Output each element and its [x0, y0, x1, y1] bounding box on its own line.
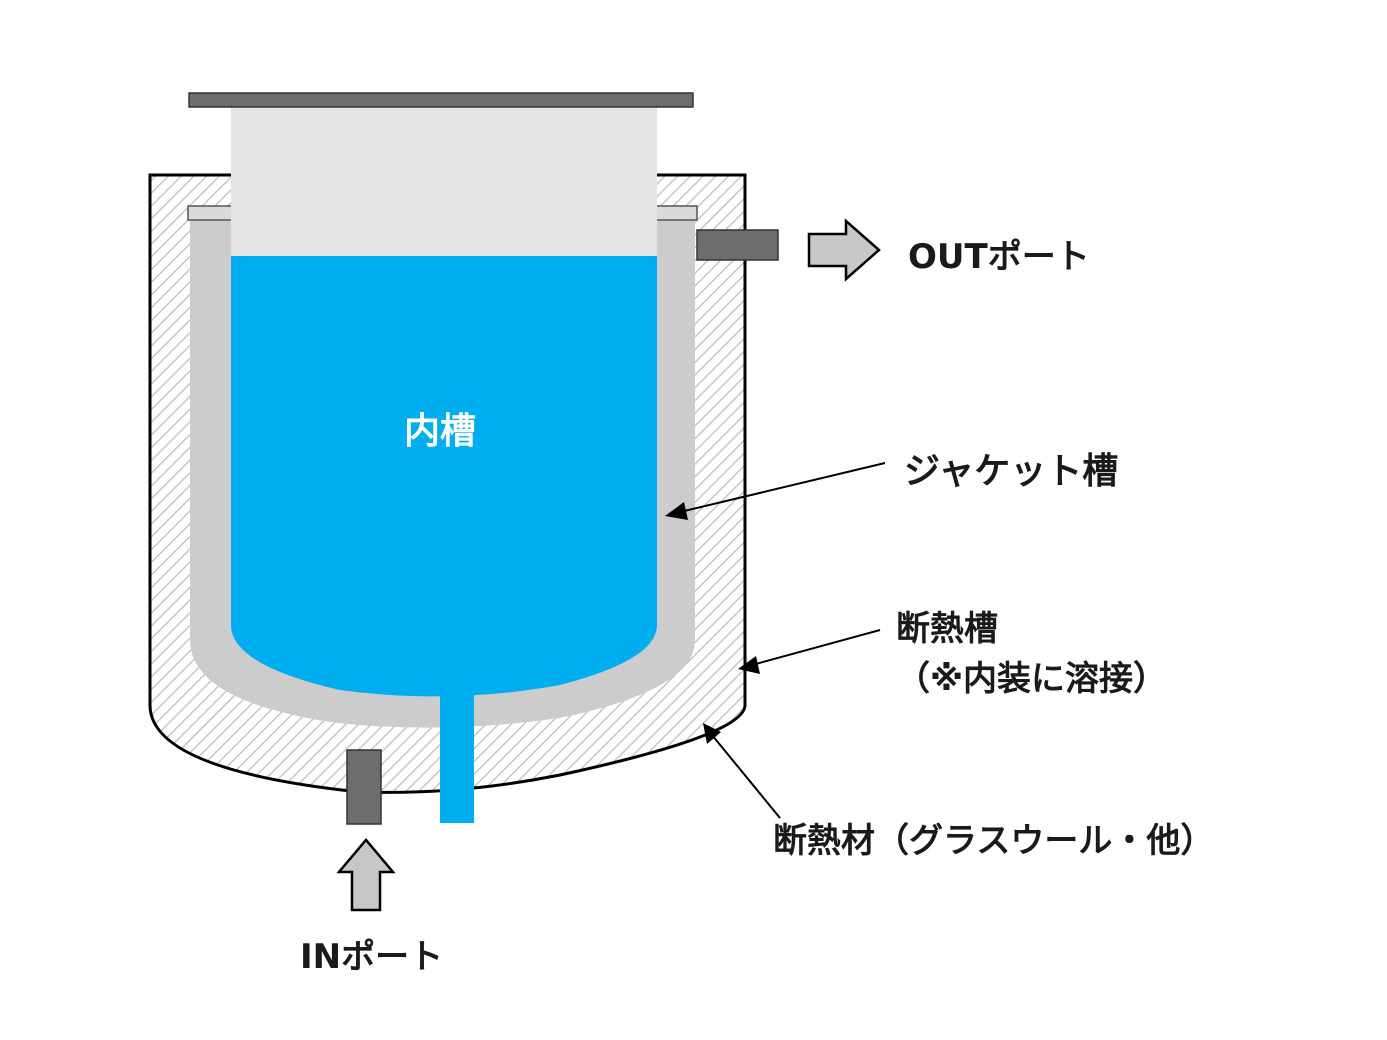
insulation-material-pointer-line	[711, 734, 781, 819]
inner-drain-pipe	[440, 690, 474, 823]
in-port-pipe	[346, 749, 382, 825]
out-port-pipe	[696, 229, 779, 261]
insulation-tank-note: （※内装に溶接）	[896, 659, 1167, 699]
inner-tank-label: 内槽	[404, 411, 476, 452]
in-port-label: INポート	[300, 937, 443, 977]
jacket-pointer-arrowhead-icon	[665, 502, 688, 520]
jacket-pointer-line	[679, 462, 886, 513]
insulation-tank-pointer-arrowhead-icon	[738, 656, 760, 674]
inner-tank-liquid	[231, 256, 657, 697]
in-arrow-icon	[336, 838, 396, 912]
jacket-tank-label: ジャケット槽	[904, 451, 1118, 492]
insulation-material-label: 断熱材（グラスウール・他）	[773, 821, 1214, 861]
insulation-tank-pointer-line	[751, 629, 881, 666]
insulation-material-pointer-arrowhead-icon	[703, 723, 721, 744]
out-arrow-icon	[807, 218, 881, 282]
insulation-tank-label: 断熱槽	[896, 609, 998, 649]
out-port-label: OUTポート	[908, 237, 1090, 277]
inner-tank-wall	[231, 106, 657, 258]
lid	[188, 92, 694, 108]
